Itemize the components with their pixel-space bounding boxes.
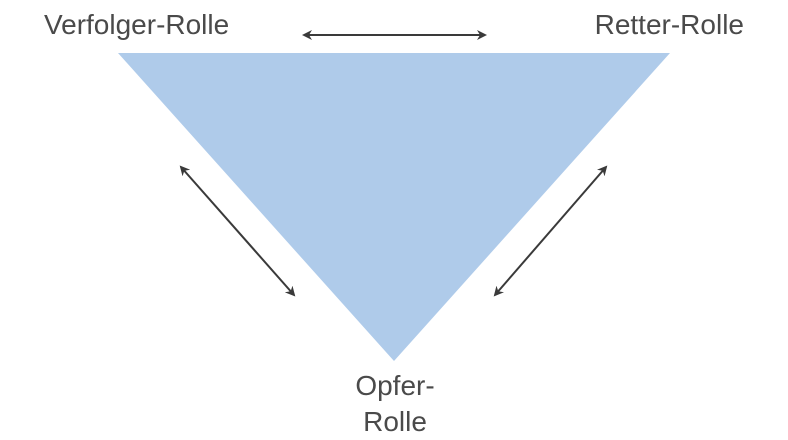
rescuer-role-label: Retter-Rolle	[594, 9, 744, 40]
inverted-triangle	[118, 53, 670, 361]
persecutor-role-label: Verfolger-Rolle	[44, 9, 230, 40]
victim-role-label-line1: Opfer-	[355, 370, 435, 401]
victim-role-label: Opfer- Rolle	[300, 368, 490, 440]
right-double-arrow-icon	[493, 165, 608, 297]
victim-role-label-line2: Rolle	[363, 406, 427, 437]
left-double-arrow-icon	[179, 165, 296, 297]
